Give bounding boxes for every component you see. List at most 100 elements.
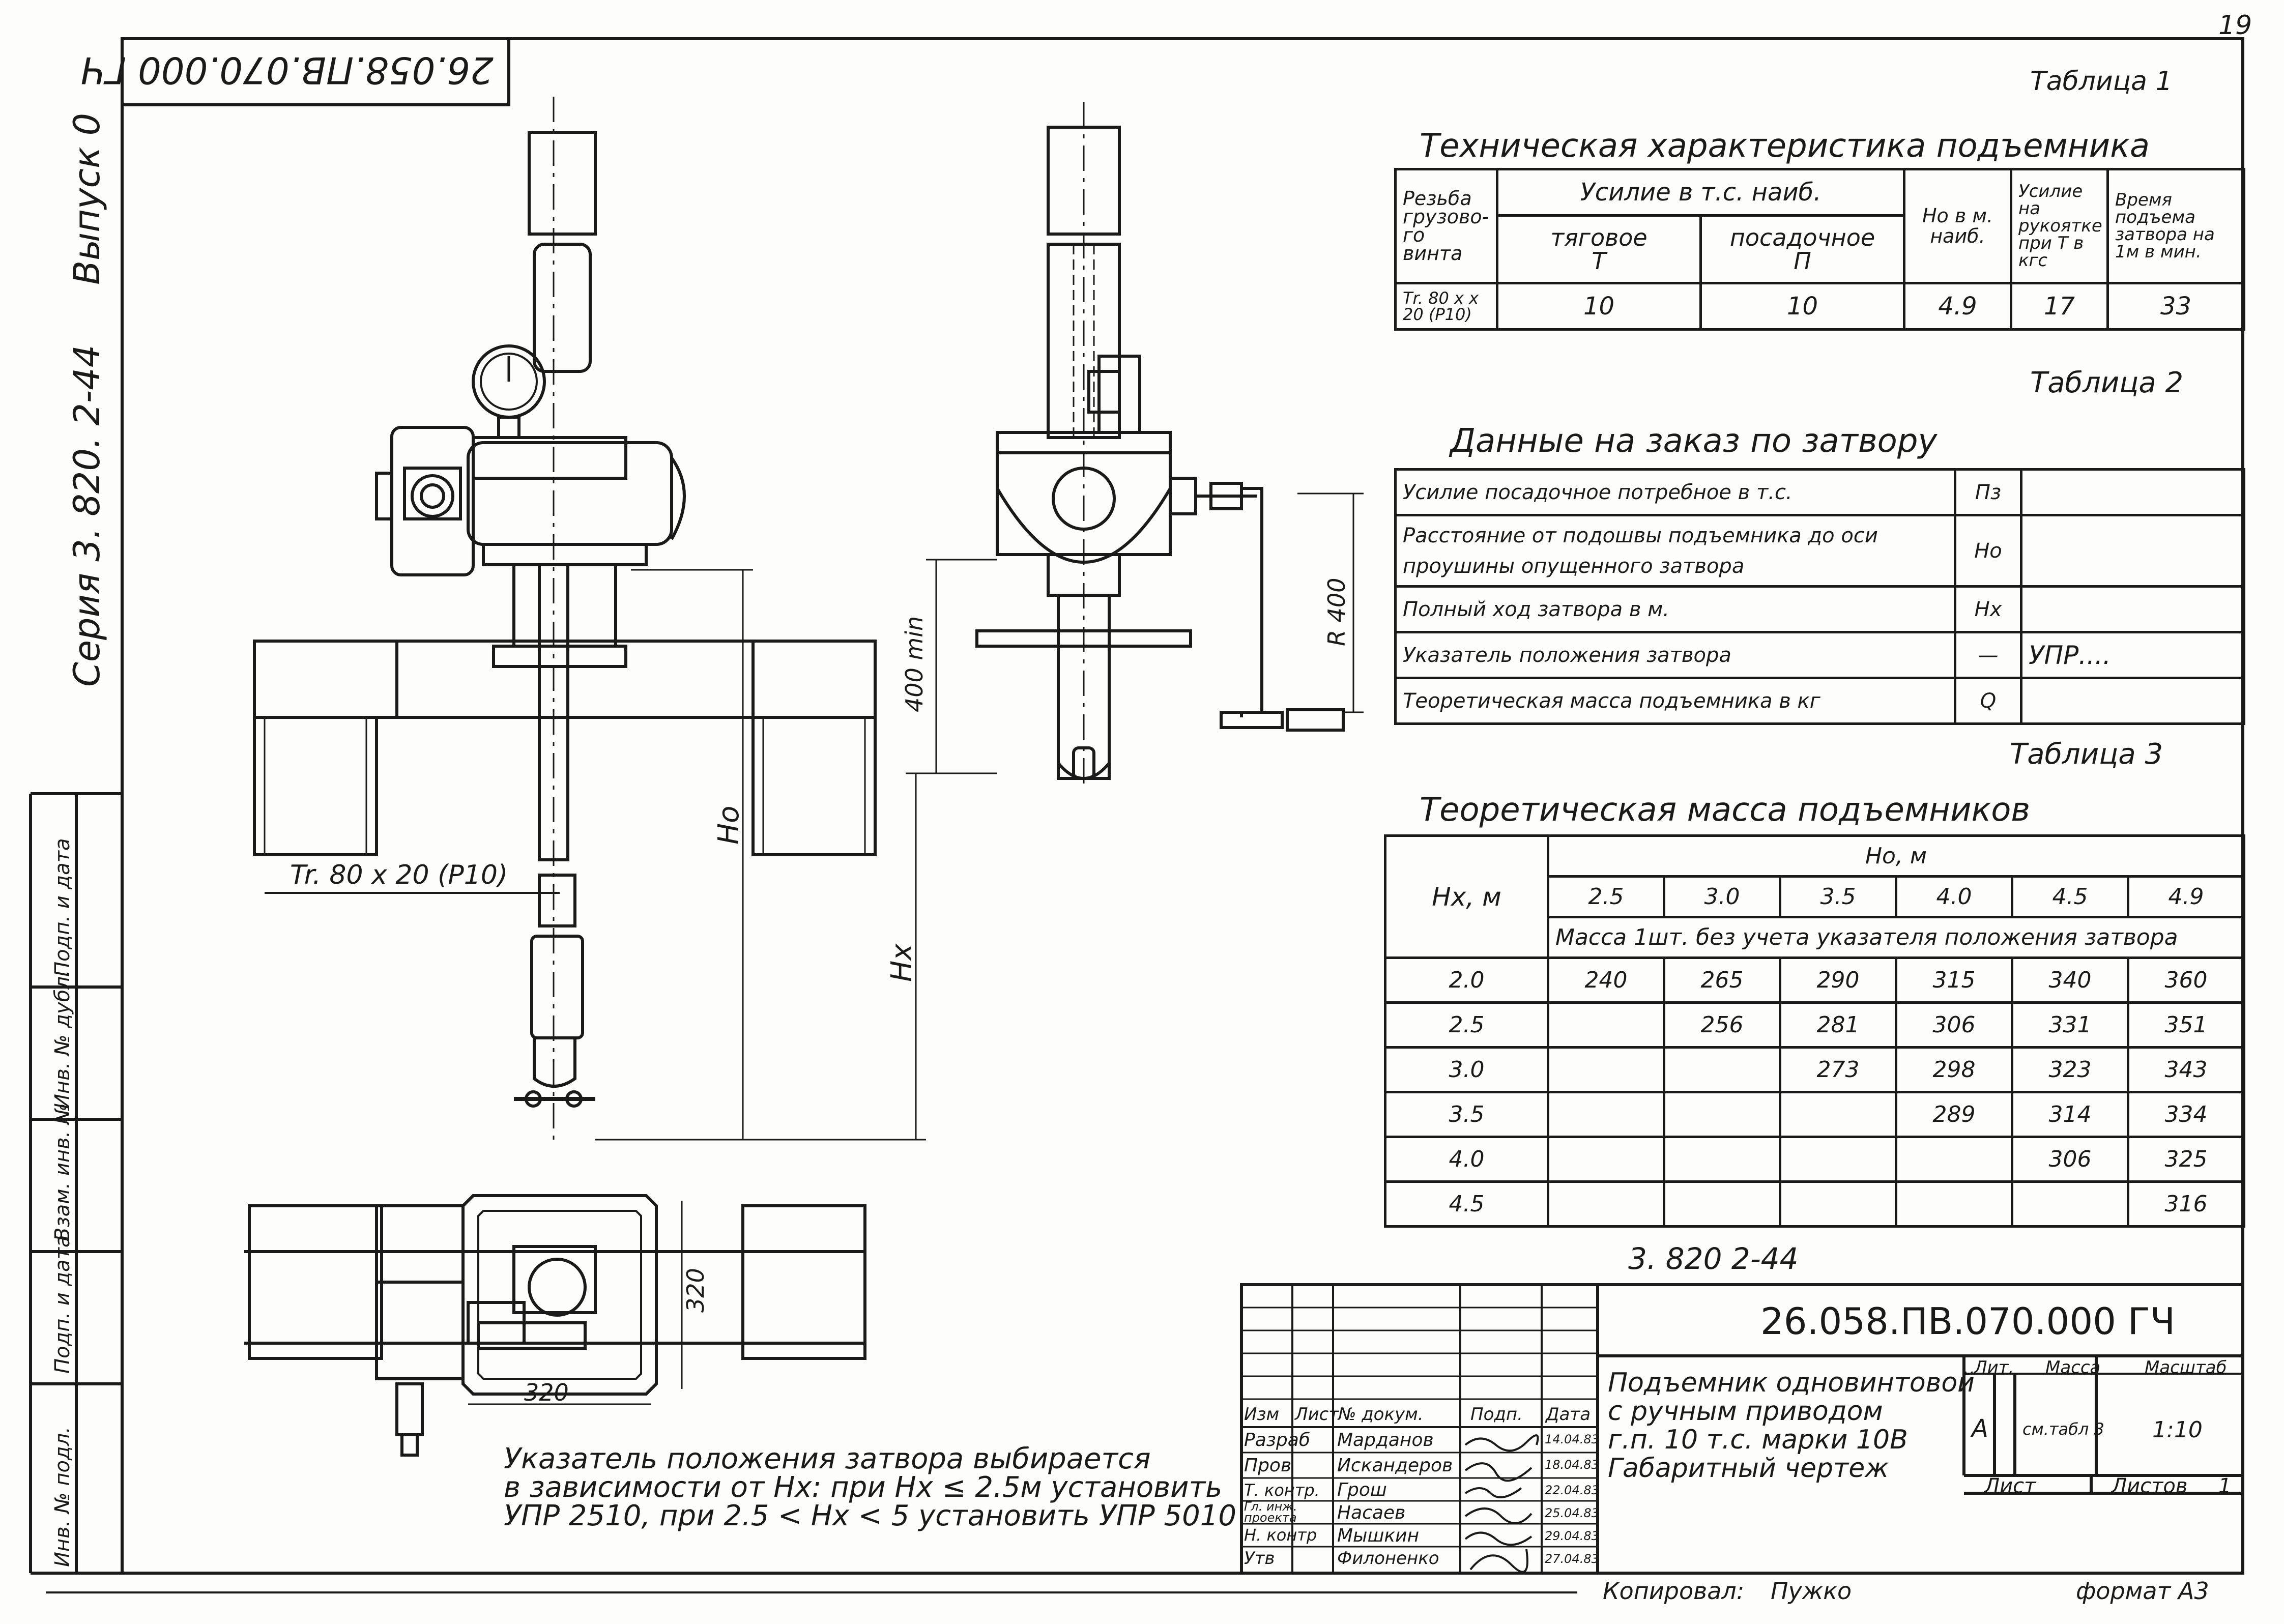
stamp-inv-dup: Инв. № дубл.: [51, 970, 74, 1109]
t3-r2-c6: 351: [2126, 1001, 2246, 1049]
t3-r3-c6: 343: [2126, 1046, 2246, 1093]
signer-role-2: Пров: [1244, 1455, 1292, 1476]
table2-title: Данные на заказ по затвору: [1450, 422, 1938, 460]
t2-row-3-text: Полный ход затвора в м.: [1394, 585, 1956, 633]
title-block-name: Подъемник одновинтовой с ручным приводом…: [1608, 1369, 1975, 1483]
t3-ho-label: Но, м: [1546, 834, 2246, 878]
signer-role-3: Т. контр.: [1244, 1481, 1320, 1500]
table2-label: Таблица 2: [2030, 366, 2184, 399]
t3-r6-c6: 316: [2126, 1180, 2246, 1228]
t3-hx-2: 2.5: [1384, 1001, 1549, 1049]
tb-mass: см.табл 3: [2022, 1419, 2104, 1439]
copied-by-label: Копировал:: [1603, 1577, 1745, 1605]
t2-row-4-val: УПР....: [2020, 631, 2245, 679]
t3-ho-5: 4.5: [2011, 875, 2129, 918]
t3-r4-c5: 314: [2011, 1091, 2129, 1138]
table1-label: Таблица 1: [2030, 66, 2173, 97]
stamp-sign-date-2: Подп. и дата: [51, 838, 74, 977]
t3-r6-c3: [1779, 1180, 1897, 1228]
t3-r5-c1: [1547, 1136, 1665, 1183]
note-line-1: Указатель положения затвора выбирается: [504, 1442, 1151, 1475]
stamp-replace-inv: Взам. инв. №: [51, 1103, 74, 1241]
t3-r6-c1: [1547, 1180, 1665, 1228]
dim-hx: Нх: [885, 943, 918, 982]
dim-320-horizontal: 320: [524, 1379, 569, 1406]
t3-r4-c1: [1547, 1091, 1665, 1138]
t3-r2-c2: 256: [1663, 1001, 1781, 1049]
title-name-line-4: Габаритный чертеж: [1608, 1453, 1889, 1484]
thread-label: Tr. 80 x 20 (P10): [290, 860, 508, 890]
signer-name-1: Марданов: [1337, 1430, 1434, 1451]
t3-r4-c4: 289: [1895, 1091, 2013, 1138]
table1-title: Техническая характеристика подъемника: [1420, 127, 2150, 165]
t3-hx-3: 3.0: [1384, 1046, 1549, 1093]
t3-r6-c5: [2011, 1180, 2129, 1228]
t3-ho-4: 4.0: [1895, 875, 2013, 918]
plan-view: [244, 1194, 866, 1457]
tb-h-lit: Лит.: [1974, 1357, 2014, 1378]
t3-ho-3: 3.5: [1779, 875, 1897, 918]
front-view: [253, 97, 997, 1141]
t1-traction-label: тяговое: [1550, 223, 1647, 251]
mirrored-sheet-code: 26.058.ПВ.070.000 ГЧ: [80, 49, 494, 92]
signer-date-6: 27.04.83: [1545, 1552, 1599, 1566]
t2-row-4-sym: —: [1954, 631, 2022, 679]
issue-label: Выпуск 0: [66, 112, 108, 285]
t1-traction: 10: [1496, 281, 1702, 331]
tb-h-scale: Масштаб: [2145, 1357, 2227, 1378]
tb-lit: А: [1972, 1414, 1988, 1443]
t3-r4-c3: [1779, 1091, 1897, 1138]
page-number: 19: [2218, 10, 2252, 41]
t3-r3-c3: 273: [1779, 1046, 1897, 1093]
t3-r5-c3: [1779, 1136, 1897, 1183]
note-line-2: в зависимости от Нх: при Нх ≤ 2.5м устан…: [504, 1471, 1223, 1504]
t3-ho-1: 2.5: [1547, 875, 1665, 918]
title-name-line-3: г.п. 10 т.с. марки 10В: [1608, 1425, 1908, 1455]
signer-role-6: Утв: [1244, 1548, 1275, 1569]
dim-320-vertical: 320: [682, 1268, 709, 1313]
t2-row-2-sym: Но: [1954, 514, 2022, 588]
signer-name-3: Грош: [1337, 1480, 1387, 1500]
table2: Усилие посадочное потребное в т.с. Пз Ра…: [1394, 468, 2245, 725]
t3-r1-c3: 290: [1779, 956, 1897, 1004]
t1-traction-sym: Т: [1592, 247, 1606, 275]
note-text: Указатель положения затвора выбирается в…: [504, 1445, 1236, 1530]
dim-400-min: 400 min: [901, 616, 928, 712]
t3-r1-c5: 340: [2011, 956, 2129, 1004]
table1: Резьба грузово-го винта Усилие в т.с. на…: [1394, 167, 2245, 331]
t2-row-1-text: Усилие посадочное потребное в т.с.: [1394, 468, 1956, 516]
tb-sheets-value: 1: [2218, 1474, 2232, 1498]
format-label: формат А3: [2076, 1577, 2209, 1605]
tb-col-izm: Изм: [1244, 1404, 1280, 1425]
side-view: [926, 102, 1364, 784]
tb-sheet-label: Лист: [1984, 1474, 2036, 1498]
t2-row-3-val: [2020, 585, 2245, 633]
t1-h-thread: Резьба грузово-го винта: [1394, 168, 1498, 284]
t3-r5-c4: [1895, 1136, 2013, 1183]
t3-r1-c6: 360: [2126, 956, 2246, 1004]
signer-name-6: Филоненко: [1337, 1548, 1439, 1569]
stamp-sign-date-1: Подп. и дата: [51, 1235, 74, 1374]
t3-hx-5: 4.0: [1384, 1136, 1549, 1183]
t1-handle: 17: [2010, 281, 2109, 331]
t3-subheader: Масса 1шт. без учета указателя положения…: [1546, 916, 2246, 959]
signer-name-2: Искандеров: [1337, 1455, 1453, 1476]
t2-row-3-sym: Нх: [1954, 585, 2022, 633]
t2-row-4-text: Указатель положения затвора: [1394, 631, 1956, 679]
tb-col-sign: Подп.: [1470, 1404, 1523, 1425]
t1-h-time: Время подъема затвора на 1м в мин.: [2106, 168, 2245, 284]
title-name-line-1: Подъемник одновинтовой: [1608, 1368, 1975, 1398]
t3-r3-c2: [1663, 1046, 1781, 1093]
table3: Нх, м Но, м 2.5 3.0 3.5 4.0 4.5 4.9 Масс…: [1384, 834, 2246, 1228]
title-block-grid: [1240, 1283, 2244, 1575]
t3-r4-c2: [1663, 1091, 1781, 1138]
title-block-code: 26.058.ПВ.070.000 ГЧ: [1760, 1300, 2176, 1343]
t3-r6-c2: [1663, 1180, 1781, 1228]
t1-landing-label: посадочное: [1729, 223, 1875, 251]
dim-ho: Но: [712, 805, 745, 845]
t3-r5-c2: [1663, 1136, 1781, 1183]
table3-title: Теоретическая масса подъемников: [1420, 791, 2031, 829]
signer-date-5: 29.04.83: [1545, 1529, 1599, 1543]
dim-r400: R 400: [1323, 577, 1350, 646]
signer-name-5: Мышкин: [1337, 1525, 1420, 1546]
